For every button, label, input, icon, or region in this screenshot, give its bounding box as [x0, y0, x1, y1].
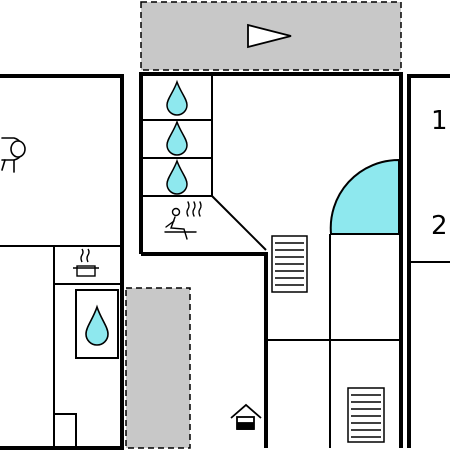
- central-building: [264, 72, 403, 448]
- entrance-icon: [230, 403, 262, 430]
- sauna-icon: [164, 201, 202, 240]
- armchair-icon: [1, 137, 26, 173]
- room-number-1: 1: [431, 106, 448, 136]
- right-building: [407, 74, 450, 448]
- arrow-icon: [247, 23, 292, 49]
- stairs-icon: [271, 235, 308, 293]
- water-drop-icon: [166, 79, 188, 116]
- stairs-icon: [347, 387, 385, 443]
- terrace-bottom: [125, 287, 191, 449]
- water-drop-icon: [85, 304, 109, 346]
- room-number-2: 2: [431, 211, 448, 241]
- stove-icon: [73, 248, 99, 277]
- middle-building: [139, 72, 268, 256]
- door-swing: [329, 158, 400, 235]
- left-building: [0, 74, 124, 450]
- water-drop-icon: [166, 158, 188, 195]
- water-drop-icon: [166, 119, 188, 156]
